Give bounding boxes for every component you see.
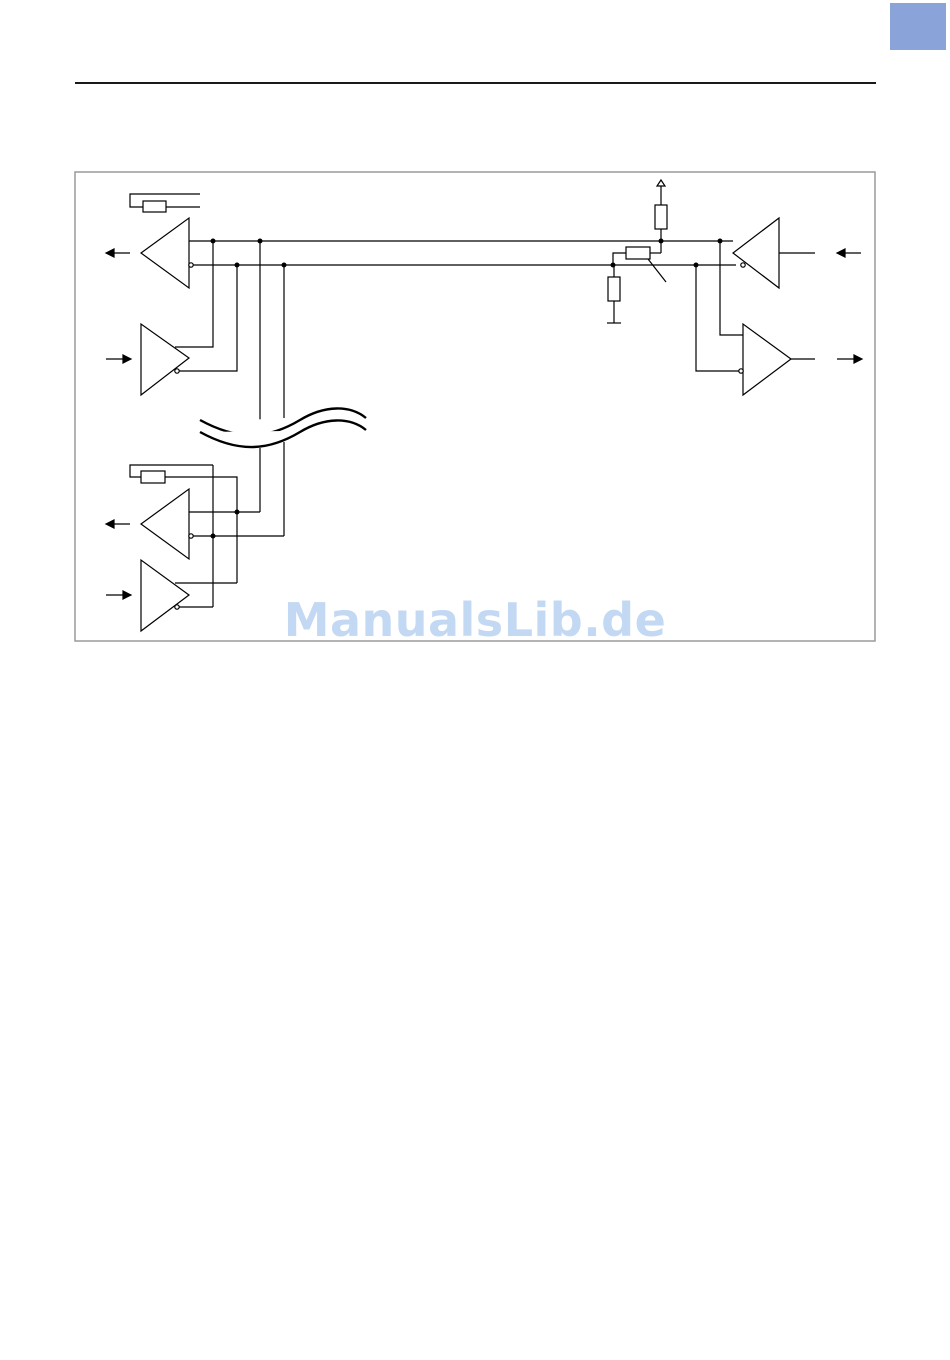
terminating-resistor-right [613, 241, 666, 282]
driver-right [733, 218, 815, 288]
arrow-left-icon [106, 249, 130, 257]
junction-dots [211, 239, 723, 539]
arrow-left-icon [837, 249, 861, 257]
bias-resistor-up [655, 180, 667, 241]
driver-top-left [141, 218, 193, 288]
cable-break [200, 408, 366, 447]
arrow-right-icon [106, 355, 131, 363]
receiver-bottom-left [141, 560, 237, 631]
arrow-left-icon [106, 520, 130, 528]
arrow-right-icon [106, 591, 131, 599]
bias-resistor-down [607, 265, 621, 323]
termination-resistor-top-left [130, 194, 200, 212]
arrow-right-icon [837, 355, 862, 363]
